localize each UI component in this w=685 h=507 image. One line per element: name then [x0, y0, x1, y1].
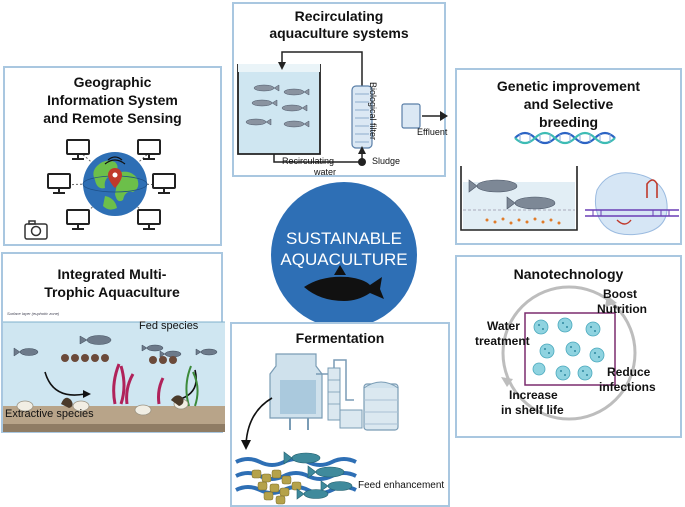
center-title-line1: SUSTAINABLE	[286, 229, 402, 248]
genetic-title-line1: Genetic improvement	[496, 78, 641, 94]
fermentation-panel: Fermentation	[230, 322, 450, 507]
nanotechnology-panel: Nanotechnology Boost Nutrition Water tre…	[455, 255, 682, 438]
imta-illustration	[3, 321, 225, 432]
center-title-line2: AQUACULTURE	[280, 250, 408, 269]
boost-label: Boost	[603, 287, 637, 301]
genetic-panel: Genetic improvement and Selective breedi…	[455, 68, 682, 245]
ras-title-line2: aquaculture systems	[269, 25, 409, 41]
effluent-label: Effluent	[417, 127, 448, 137]
imta-title-line2: Trophic Aquaculture	[44, 284, 180, 300]
sludge-label: Sludge	[372, 156, 401, 166]
camera-icon	[24, 220, 48, 240]
nanotechnology-illustration	[501, 285, 637, 421]
gis-panel: Geographic Information System and Remote…	[3, 66, 222, 246]
nano-title: Nanotechnology	[513, 266, 624, 282]
dna-icon	[514, 131, 616, 145]
genetic-title-line2: and Selective	[523, 96, 614, 112]
feed-enhancement-label: Feed enhancement	[358, 480, 445, 491]
treatment-label: treatment	[475, 334, 530, 348]
genetic-title-line3: breeding	[538, 114, 599, 130]
imta-title-line1: Integrated Multi-	[57, 266, 167, 282]
biological-filter-label: Biological filter	[368, 82, 378, 141]
reduce-label: Reduce	[607, 365, 651, 379]
globe-network-illustration	[24, 139, 176, 240]
fermentation-title: Fermentation	[295, 330, 385, 346]
shelf-life-label: in shelf life	[501, 403, 564, 417]
surface-layer-label: Surface layer (euphotic zone)	[7, 311, 60, 316]
water-label: Water	[487, 319, 520, 333]
water-label: water	[314, 167, 337, 177]
fermentation-illustration	[235, 353, 399, 505]
nutrition-label: Nutrition	[597, 302, 647, 316]
extractive-species-label: Extractive species	[5, 408, 94, 420]
sustainable-aquaculture-circle	[271, 182, 417, 328]
infections-label: infections	[599, 380, 656, 394]
fed-species-label: Fed species	[139, 320, 199, 332]
gis-title-line1: Geographic	[73, 74, 152, 90]
ras-title-line1: Recirculating	[294, 8, 384, 24]
imta-panel: Integrated Multi- Trophic Aquaculture	[1, 252, 225, 433]
increase-label: Increase	[509, 388, 558, 402]
ras-panel: Recirculating aquaculture systems	[232, 2, 448, 177]
recirculating-label: Recirculating	[282, 156, 335, 166]
fish-icon	[304, 265, 384, 301]
gis-title-line2: Information System	[47, 92, 178, 108]
ras-illustration	[237, 51, 448, 166]
genetic-illustration	[460, 131, 679, 236]
gis-title-line3: and Remote Sensing	[43, 110, 182, 126]
